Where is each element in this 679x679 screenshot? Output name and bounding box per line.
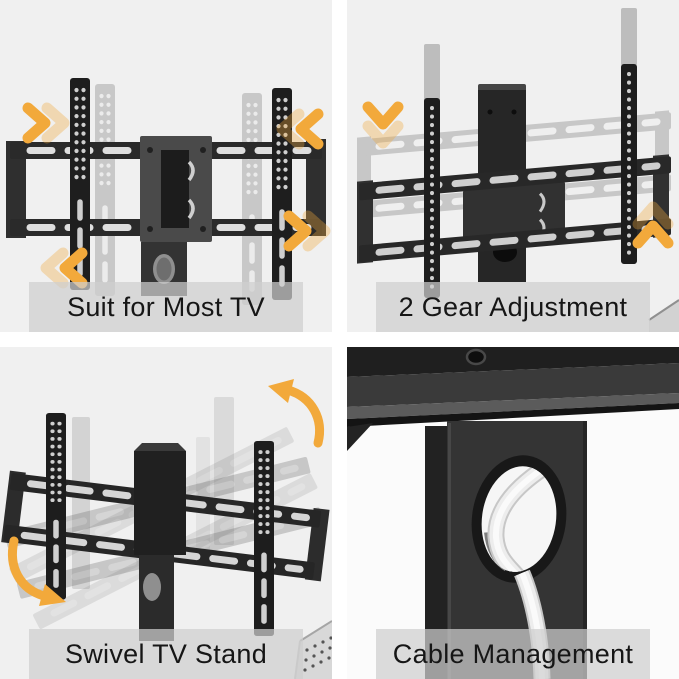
vesa-strip (422, 96, 442, 300)
stand-column (134, 443, 186, 641)
wall-plate (1, 471, 330, 582)
panel-swivel-tv-stand: Swivel TV Stand (0, 347, 332, 679)
panel-gear-adjustment: 2 Gear Adjustment (347, 0, 679, 332)
base-corner (648, 299, 679, 332)
panel-cable-management: Cable Management (347, 347, 679, 679)
vesa-strip (619, 62, 639, 266)
center-plate (140, 136, 212, 242)
tv-mount-width-illustration (0, 0, 332, 332)
top-beam (347, 347, 679, 451)
caption-gear-adjustment: 2 Gear Adjustment (376, 282, 650, 332)
ghost-strip (621, 8, 637, 66)
ghost-bracket (95, 84, 115, 296)
caption-swivel-tv-stand: Swivel TV Stand (29, 629, 303, 679)
cable (487, 461, 564, 577)
vesa-bracket (46, 413, 66, 600)
caption-suit-for-most-tv: Suit for Most TV (29, 282, 303, 332)
tv-mount-swivel-illustration (0, 347, 332, 679)
curved-arrow-ccw-icon (268, 379, 324, 448)
ghost-bracket (242, 93, 262, 305)
panel-suit-for-most-tv: Suit for Most TV (0, 0, 332, 332)
ghost-strip (424, 44, 440, 102)
vesa-bracket (254, 441, 274, 636)
caption-cable-management: Cable Management (376, 629, 650, 679)
tv-mount-height-illustration (347, 0, 679, 332)
curved-arrow-cw-icon (8, 536, 66, 606)
ghost-bracket (72, 417, 90, 589)
